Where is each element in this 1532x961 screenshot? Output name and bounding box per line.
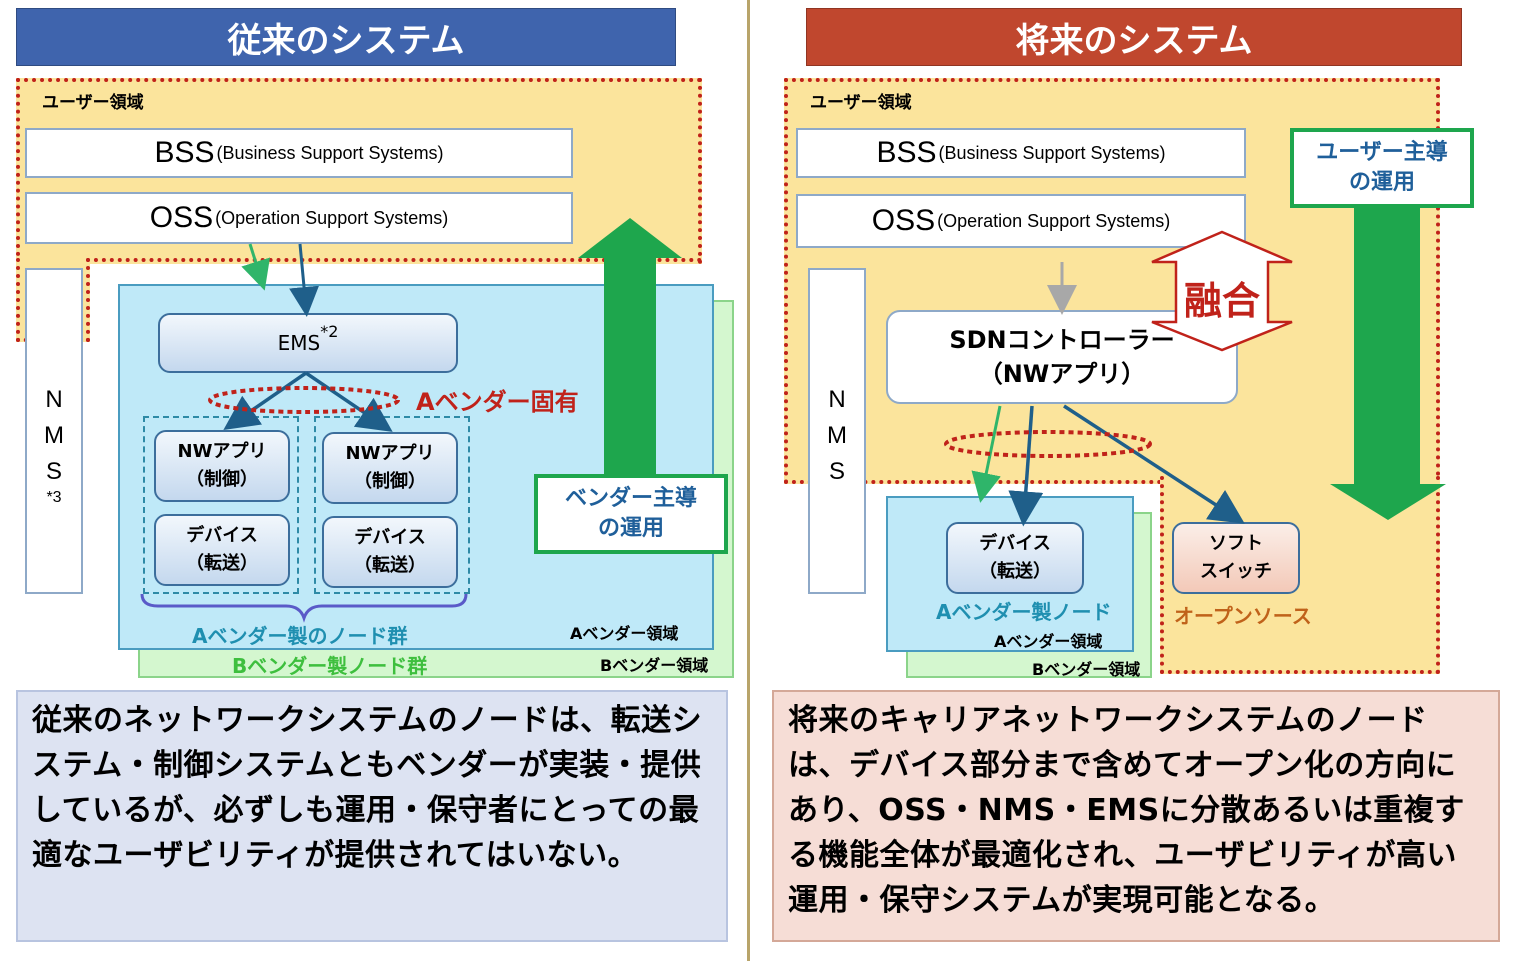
left-bss-main: BSS: [154, 136, 215, 169]
left-b-area-label: Bベンダー領域: [600, 656, 709, 675]
node-line1: NWアプリ: [345, 443, 435, 464]
right-fusion-label: 融合: [1183, 279, 1260, 323]
left-oss-sub: (Operation Support Systems): [215, 207, 449, 228]
right-nms-m: M: [827, 422, 847, 449]
left-node-group-brace: [140, 593, 468, 623]
left-bss-box: BSS (Business Support Systems): [25, 128, 573, 178]
left-caption: 従来のネットワークシステムのノードは、転送システム・制御システムともベンダーが実…: [16, 690, 728, 942]
right-sdn-to-soft-arrow: [1063, 404, 1245, 524]
left-nw-app-node-1: NWアプリ （制御）: [154, 430, 290, 502]
left-ems-box: EMS *2: [158, 313, 458, 373]
left-a-node-group-label: Aベンダー製のノード群: [192, 624, 408, 648]
op-line2: の運用: [597, 516, 664, 541]
right-fusion-arrow-icon: [1151, 230, 1293, 352]
left-nw-app-node-2: NWアプリ （制御）: [322, 432, 458, 504]
right-user-op-arrow-icon: [1330, 208, 1446, 520]
right-user-area-label: ユーザー領域: [810, 93, 912, 113]
sdn-line2: （NWアプリ）: [978, 360, 1146, 388]
left-vendor-op-box: ベンダー主導 の運用: [534, 474, 728, 554]
node-line2: （転送）: [979, 561, 1051, 582]
right-oss-sub: (Operation Support Systems): [937, 210, 1171, 231]
right-nms-n: N: [828, 386, 846, 413]
left-user-area-label: ユーザー領域: [42, 93, 144, 113]
sdn-line1: SDNコントローラー: [949, 326, 1175, 354]
left-oss-box: OSS (Operation Support Systems): [25, 192, 573, 244]
right-sdn-to-device-arrow: [1008, 405, 1044, 527]
left-device-node-2: デバイス （転送）: [322, 516, 458, 588]
left-a-area-label: Aベンダー領域: [570, 624, 679, 643]
left-nms-m: M: [44, 422, 64, 449]
left-vendor-specific-ellipse: [208, 386, 400, 414]
right-caption: 将来のキャリアネットワークシステムのノードは、デバイス部分まで含めてオープン化の…: [772, 690, 1500, 942]
left-node-group-1: [143, 416, 299, 594]
right-bss-sub: (Business Support Systems): [938, 142, 1166, 163]
right-title: 将来のシステム: [806, 8, 1462, 66]
right-oss-box: OSS (Operation Support Systems): [796, 194, 1246, 248]
left-ems-label: EMS: [277, 331, 321, 355]
soft-line2: スイッチ: [1200, 561, 1272, 582]
op-line2: の運用: [1348, 170, 1415, 195]
node-line2: （転送）: [186, 553, 258, 574]
left-ems-to-node2-arrow: [305, 371, 393, 432]
right-nms-box: N M S: [808, 268, 866, 594]
right-sdn-to-a-arrow: [971, 405, 1002, 503]
left-oss-to-a-arrow: [241, 243, 270, 291]
left-b-node-group-label: Bベンダー製ノード群: [232, 654, 428, 678]
right-nms-s: S: [828, 458, 845, 485]
center-divider: [747, 0, 750, 961]
left-nms-s: S: [45, 458, 62, 485]
right-a-node-label: Aベンダー製ノード: [936, 600, 1112, 624]
right-a-area-label: Aベンダー領域: [994, 632, 1103, 651]
op-line1: ベンダー主導: [564, 486, 697, 511]
node-line1: NWアプリ: [177, 441, 267, 462]
right-bss-box: BSS (Business Support Systems): [796, 128, 1246, 178]
left-ems-note: *2: [320, 322, 339, 341]
left-title: 従来のシステム: [16, 8, 676, 66]
right-bss-main: BSS: [876, 136, 937, 169]
left-nms-box: N M S *3: [25, 268, 83, 594]
left-nms-note: *3: [46, 489, 62, 506]
node-line2: （制御）: [354, 471, 426, 492]
left-vendor-op-arrow-icon: [578, 218, 682, 474]
left-device-node-1: デバイス （転送）: [154, 514, 290, 586]
node-line1: デバイス: [186, 525, 258, 546]
left-user-region-step: [86, 258, 702, 262]
right-ellipse: [944, 430, 1152, 458]
node-line2: （転送）: [354, 555, 426, 576]
right-b-area-label: Bベンダー領域: [1032, 660, 1141, 679]
left-oss-to-ems-arrow: [289, 243, 319, 317]
op-line1: ユーザー主導: [1316, 140, 1448, 165]
left-ems-to-node1-arrow: [223, 371, 307, 430]
right-oss-main: OSS: [871, 204, 936, 237]
right-open-source-label: オープンソース: [1174, 604, 1312, 628]
left-bss-sub: (Business Support Systems): [216, 142, 444, 163]
right-user-op-box: ユーザー主導 の運用: [1290, 128, 1474, 208]
left-oss-main: OSS: [149, 201, 214, 234]
left-vendor-specific-label: Aベンダー固有: [416, 388, 579, 416]
soft-line1: ソフト: [1209, 533, 1263, 554]
node-line1: デバイス: [354, 527, 426, 548]
node-line1: デバイス: [979, 533, 1051, 554]
node-line2: （制御）: [186, 469, 258, 490]
left-nms-n: N: [45, 386, 63, 413]
